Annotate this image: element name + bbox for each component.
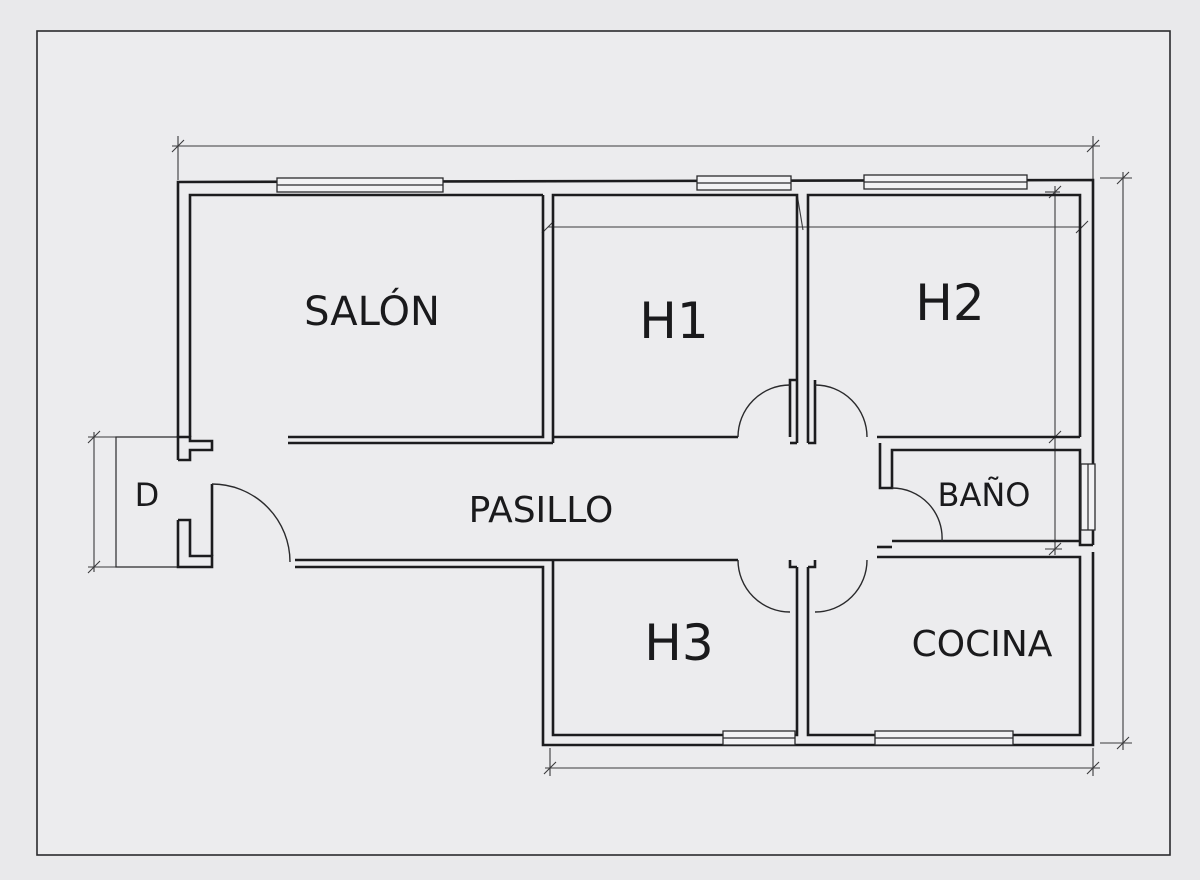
window-h1 xyxy=(696,175,792,191)
cocina-door xyxy=(814,559,868,613)
room-label-salon: SALÓN xyxy=(304,287,440,335)
bano-door xyxy=(891,487,943,542)
drawing-frame xyxy=(36,30,1171,856)
room-labels: SALÓN H1 H2 D PASILLO BAÑO H3 COCINA xyxy=(135,274,1053,672)
h2-door xyxy=(814,384,868,438)
room-label-pasillo: PASILLO xyxy=(469,490,614,531)
dimension-lines xyxy=(87,136,1132,776)
walls xyxy=(115,178,1095,747)
window-h2 xyxy=(863,174,1028,190)
room-label-cocina: COCINA xyxy=(912,624,1053,665)
room-label-d: D xyxy=(135,476,160,514)
window-bano xyxy=(1080,463,1096,531)
h3-door xyxy=(737,559,791,613)
room-label-bano: BAÑO xyxy=(938,476,1031,514)
room-label-h1: H1 xyxy=(639,292,708,350)
h1-door xyxy=(737,384,791,438)
entrance-door xyxy=(211,483,291,563)
doors xyxy=(211,384,943,613)
window-h3 xyxy=(722,730,796,746)
window-cocina xyxy=(874,730,1014,746)
room-label-h2: H2 xyxy=(915,274,984,332)
room-label-h3: H3 xyxy=(644,614,713,672)
windows xyxy=(276,174,1096,746)
window-salon xyxy=(276,177,444,193)
